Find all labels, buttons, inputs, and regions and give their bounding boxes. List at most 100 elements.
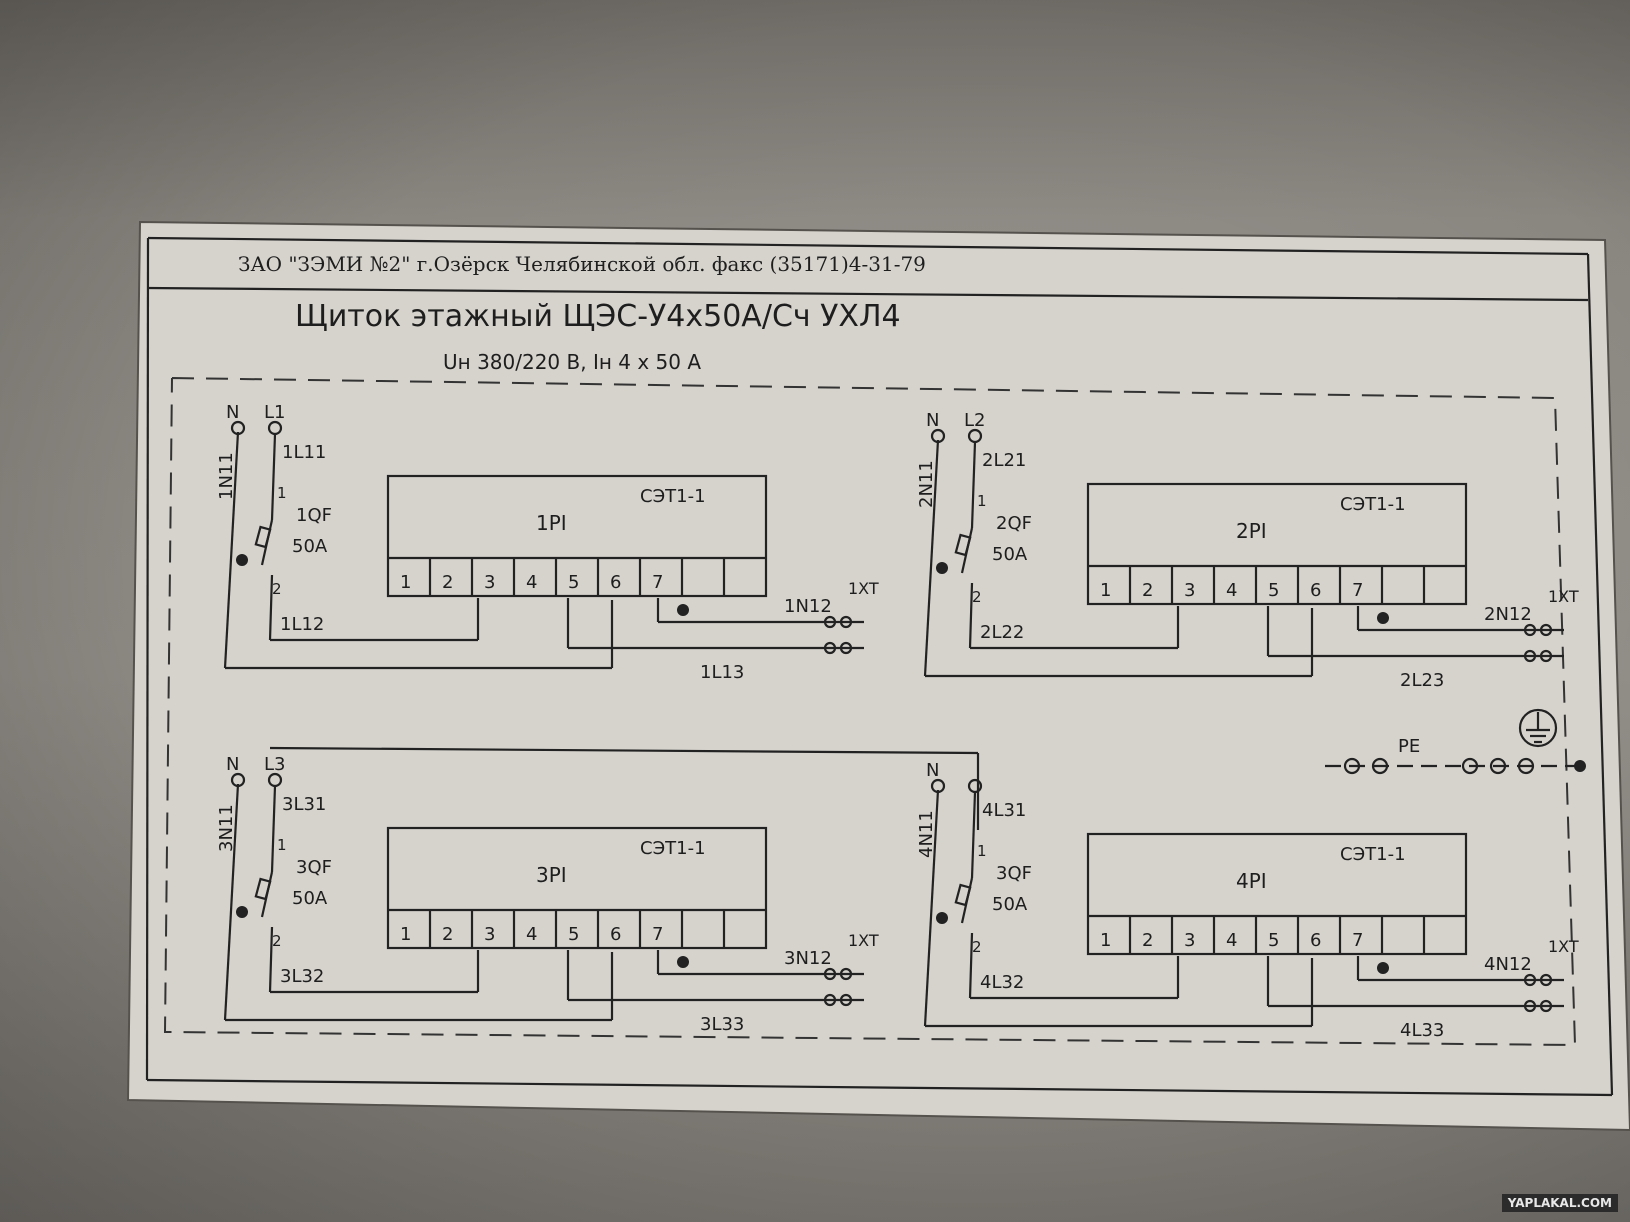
breaker-pin-in: 1 [277, 484, 287, 502]
meter-terminal-number: 4 [526, 572, 537, 593]
meter-terminal-number: 3 [1184, 930, 1195, 951]
meter-terminal-number: 3 [484, 924, 495, 945]
terminal-clamp [823, 615, 837, 629]
neutral-wire-label: 3N11 [216, 804, 237, 852]
phase-label: L2 [964, 410, 985, 431]
dashed-enclosure [163, 377, 1577, 1047]
phase-wire [268, 574, 274, 641]
terminal-clamp [1539, 999, 1553, 1013]
neutral-wire [223, 431, 240, 669]
load-wire-label: 1L13 [700, 662, 744, 683]
manufacturer-line: ЗАО "ЗЭМИ №2" г.Озёрск Челябинской обл. … [238, 252, 926, 276]
terminal-clamp [1539, 973, 1553, 987]
load-wire-label: 3L33 [700, 1014, 744, 1035]
meter-type: СЭТ1-1 [1340, 844, 1406, 865]
neutral-label: N [926, 760, 939, 781]
meter-body [386, 474, 768, 598]
meter-type: СЭТ1-1 [640, 486, 706, 507]
terminal-block-label: 1XT [1548, 937, 1579, 956]
terminal-clamp [1539, 649, 1553, 663]
l3-bus [269, 746, 980, 830]
meter-terminal-number: 5 [1268, 580, 1279, 601]
load-wire-label: 2L23 [1400, 670, 1444, 691]
pe-bus: PE [1325, 736, 1586, 775]
terminal-clamp [839, 993, 853, 1007]
phase-wire [968, 582, 974, 649]
breaker-icon [954, 533, 972, 557]
terminal-clamp [1523, 999, 1537, 1013]
meter-terminal-number: 3 [1184, 580, 1195, 601]
meter-terminal-number: 7 [652, 572, 663, 593]
phase-label: L3 [264, 754, 285, 775]
breaker-pin-in: 1 [277, 836, 287, 854]
phase-out-wire-label: 2L22 [980, 622, 1024, 643]
meter-terminal-number: 5 [1268, 930, 1279, 951]
neutral-node [236, 554, 248, 566]
meter-terminal-number: 6 [610, 572, 621, 593]
meter-terminal-number: 2 [442, 572, 453, 593]
neutral-node [936, 562, 948, 574]
phase-in-wire-label: 3L31 [282, 794, 326, 815]
meter-label: 2PI [1236, 519, 1267, 543]
meter-terminal-number: 4 [1226, 580, 1237, 601]
header-frame [145, 236, 1614, 1097]
phase-wire [968, 932, 974, 999]
label-sheet [126, 220, 1630, 1132]
phase-in-wire-label: 1L11 [282, 442, 326, 463]
neutral-wire [923, 439, 940, 677]
neutral-label: N [226, 754, 239, 775]
breaker-icon [254, 525, 272, 549]
terminal-block-label: 1XT [848, 931, 879, 950]
pe-label: PE [1398, 736, 1420, 757]
neutral-wire-label: 4N11 [916, 810, 937, 858]
load-wire-label: 4L33 [1400, 1020, 1444, 1041]
terminal-clamp [839, 967, 853, 981]
phase-wire [270, 785, 277, 873]
breaker-pin-in: 1 [977, 492, 987, 510]
phase-wire [268, 926, 274, 993]
neutral-terminal [930, 778, 946, 794]
terminal-clamp [823, 641, 837, 655]
meter-terminal-number: 2 [1142, 930, 1153, 951]
meter-terminal-number: 7 [652, 924, 663, 945]
neutral-out-node [1377, 962, 1389, 974]
phase-wire [970, 791, 977, 879]
breaker-label: 3QF [996, 863, 1032, 884]
breaker-label: 3QF [296, 857, 332, 878]
neutral-terminal [230, 420, 246, 436]
meter-terminal-number: 6 [610, 924, 621, 945]
breaker-pin-in: 1 [977, 842, 987, 860]
meter-terminal-number: 1 [1100, 930, 1111, 951]
rating-line: Uн 380/220 В, Iн 4 x 50 А [443, 350, 701, 374]
phase-out-wire-label: 4L32 [980, 972, 1024, 993]
terminal-clamp [839, 615, 853, 629]
meter-body [386, 826, 768, 950]
breaker-pin-out: 2 [272, 932, 282, 950]
neutral-wire-label: 2N11 [916, 460, 937, 508]
meter-type: СЭТ1-1 [1340, 494, 1406, 515]
neutral-node [936, 912, 948, 924]
meter-label: 4PI [1236, 869, 1267, 893]
meter-terminal-number: 7 [1352, 930, 1363, 951]
neutral-label: N [226, 402, 239, 423]
neutral-out-node [677, 956, 689, 968]
neutral-out-node [677, 604, 689, 616]
neutral-out-label: 4N12 [1484, 954, 1532, 975]
breaker-current: 50A [292, 888, 328, 909]
breaker-pin-out: 2 [272, 580, 282, 598]
phase-out-wire-label: 1L12 [280, 614, 324, 635]
neutral-terminal [930, 428, 946, 444]
ground-icon [1518, 708, 1558, 748]
terminal-clamp [1523, 649, 1537, 663]
breaker-current: 50A [992, 894, 1028, 915]
terminal-block-label: 1XT [1548, 587, 1579, 606]
meter-terminal-number: 2 [1142, 580, 1153, 601]
meter-type: СЭТ1-1 [640, 838, 706, 859]
meter-terminal-number: 7 [1352, 580, 1363, 601]
